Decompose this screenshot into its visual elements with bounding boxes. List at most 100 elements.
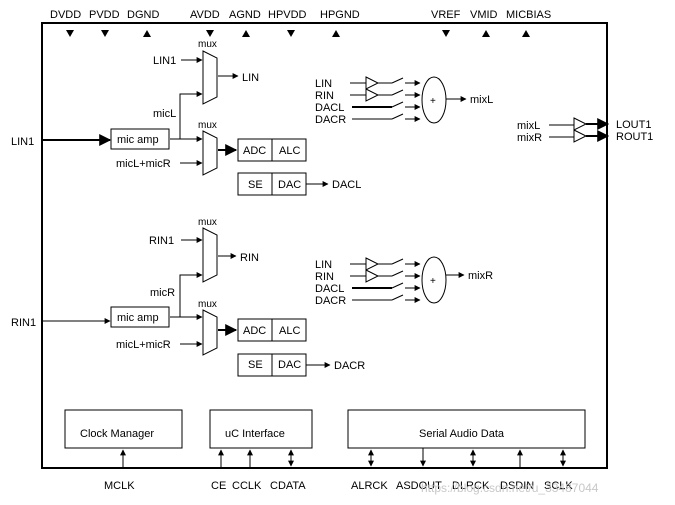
vmid-up-arrow [482, 30, 490, 37]
right-input-pin: RIN1 [11, 317, 36, 329]
clock-manager-block [64, 409, 183, 449]
mux1-right-output: RIN [240, 252, 259, 264]
adc-left-label: ADC [243, 145, 266, 157]
pin-dlrck: DLRCK [452, 480, 490, 492]
mic-amp-left [110, 128, 170, 150]
mixl-in-rin: RIN [315, 90, 334, 102]
out-in-mixl: mixL [517, 120, 540, 132]
clock-manager-label: Clock Manager [80, 428, 154, 440]
serial-audio-label: Serial Audio Data [419, 428, 505, 440]
watermark: https://blog.csdn.net/u_33487044 [421, 481, 599, 495]
mux1-left-in-b [179, 91, 203, 139]
mixl-in-lin: LIN [315, 78, 332, 90]
mux2-left-label: mux [198, 120, 217, 131]
pin-dvdd: DVDD [50, 9, 81, 21]
mux1-right-input-label: RIN1 [149, 235, 174, 247]
dgnd-up-arrow [143, 30, 151, 37]
lout1-pin: LOUT1 [616, 119, 651, 131]
mux1-left-output: LIN [242, 72, 259, 84]
pin-cdata: CDATA [270, 480, 306, 492]
mux1-left-symbol [202, 50, 218, 105]
micbias-up-arrow [522, 30, 530, 37]
mic-tap-left: micL [153, 108, 176, 120]
mixl-buffer-lin [365, 76, 380, 90]
pin-pvdd: PVDD [89, 9, 120, 21]
pin-hpgnd: HPGND [320, 9, 360, 21]
pin-avdd: AVDD [190, 9, 220, 21]
mixl-summer [421, 76, 447, 124]
pin-vref: VREF [431, 9, 461, 21]
chip-outline [41, 22, 608, 469]
alc-right-label: ALC [279, 325, 300, 337]
mixr-switch-2 [391, 270, 404, 277]
rout1-pin: ROUT1 [616, 131, 653, 143]
alc-left-label: ALC [279, 145, 300, 157]
bottom-pin-labels: MCLK CE CCLK CDATA ALRCK ASDOUT DLRCK DS… [104, 480, 573, 492]
mic-sum-left: micL+micR [116, 158, 171, 170]
pin-vmid: VMID [470, 9, 498, 21]
hpvdd-down-arrow [287, 30, 295, 37]
mixr-in-dacr: DACR [315, 295, 346, 307]
pin-hpvdd: HPVDD [268, 9, 307, 21]
mux1-right-symbol [202, 227, 218, 283]
mixl-switch-2 [391, 89, 404, 96]
pin-alrck: ALRCK [351, 480, 388, 492]
bottom-blocks: Clock Manager uC Interface Serial Audio … [64, 409, 586, 468]
pvdd-down-arrow [101, 30, 109, 37]
mic-amp-right-label: mic amp [117, 312, 159, 324]
mixr-output: mixR [468, 270, 493, 282]
mixl-in-dacr: DACR [315, 114, 346, 126]
pin-ce: CE [211, 480, 226, 492]
mux2-right-symbol [202, 309, 218, 356]
lout1-driver [573, 117, 588, 131]
mixr-summer [421, 256, 447, 304]
mic-amp-left-label: mic amp [117, 134, 159, 146]
left-input-pin: LIN1 [11, 136, 34, 148]
dvdd-down-arrow [66, 30, 74, 37]
mixl-switch-3 [391, 101, 404, 108]
hpgnd-up-arrow [332, 30, 340, 37]
mux2-left-symbol [202, 130, 218, 176]
dac-right-output: DACR [334, 360, 365, 372]
pin-dgnd: DGND [127, 9, 159, 21]
out-in-mixr: mixR [517, 132, 542, 144]
uc-interface-label: uC Interface [225, 428, 285, 440]
se-left-label: SE [248, 179, 263, 191]
left-channel: LIN1 mic amp mux LIN1 micL LIN mux micL+… [11, 39, 361, 196]
top-pin-arrows [66, 30, 530, 37]
pin-sclk: SCLK [544, 480, 573, 492]
se-right-label: SE [248, 359, 263, 371]
avdd-down-arrow [206, 30, 214, 37]
mixer-right: LIN RIN DACL DACR + mixR [315, 256, 493, 307]
mux1-left-label: mux [198, 39, 217, 50]
dac-right-label: DAC [278, 359, 301, 371]
mixr-in-rin: RIN [315, 271, 334, 283]
mixr-in-dacl: DACL [315, 283, 344, 295]
mux1-left-input-label: LIN1 [153, 55, 176, 67]
pin-asdout: ASDOUT [396, 480, 442, 492]
mixl-buffer-rin [365, 88, 380, 102]
rout1-driver [573, 129, 588, 143]
pin-mclk: MCLK [104, 480, 135, 492]
vref-down-arrow [442, 30, 450, 37]
uc-interface-block [209, 409, 313, 449]
mixr-switch-3 [391, 282, 404, 289]
top-pin-labels: DVDD PVDD DGND AVDD AGND HPVDD HPGND VRE… [50, 9, 551, 21]
adc-right-label: ADC [243, 325, 266, 337]
pin-cclk: CCLK [232, 480, 262, 492]
pin-micbias: MICBIAS [506, 9, 551, 21]
pin-dsdin: DSDIN [500, 480, 534, 492]
mic-sum-right: micL+micR [116, 339, 171, 351]
mixr-in-lin: LIN [315, 259, 332, 271]
mixl-switch-1 [391, 77, 404, 84]
mixr-switch-1 [391, 258, 404, 265]
mixr-plus: + [430, 276, 436, 287]
pin-agnd: AGND [229, 9, 261, 21]
mixl-in-dacl: DACL [315, 102, 344, 114]
mux2-right-label: mux [198, 299, 217, 310]
mixr-switch-4 [391, 294, 404, 301]
mixl-switch-4 [391, 113, 404, 120]
mic-amp-right [110, 306, 170, 328]
mic-tap-right: micR [150, 287, 175, 299]
